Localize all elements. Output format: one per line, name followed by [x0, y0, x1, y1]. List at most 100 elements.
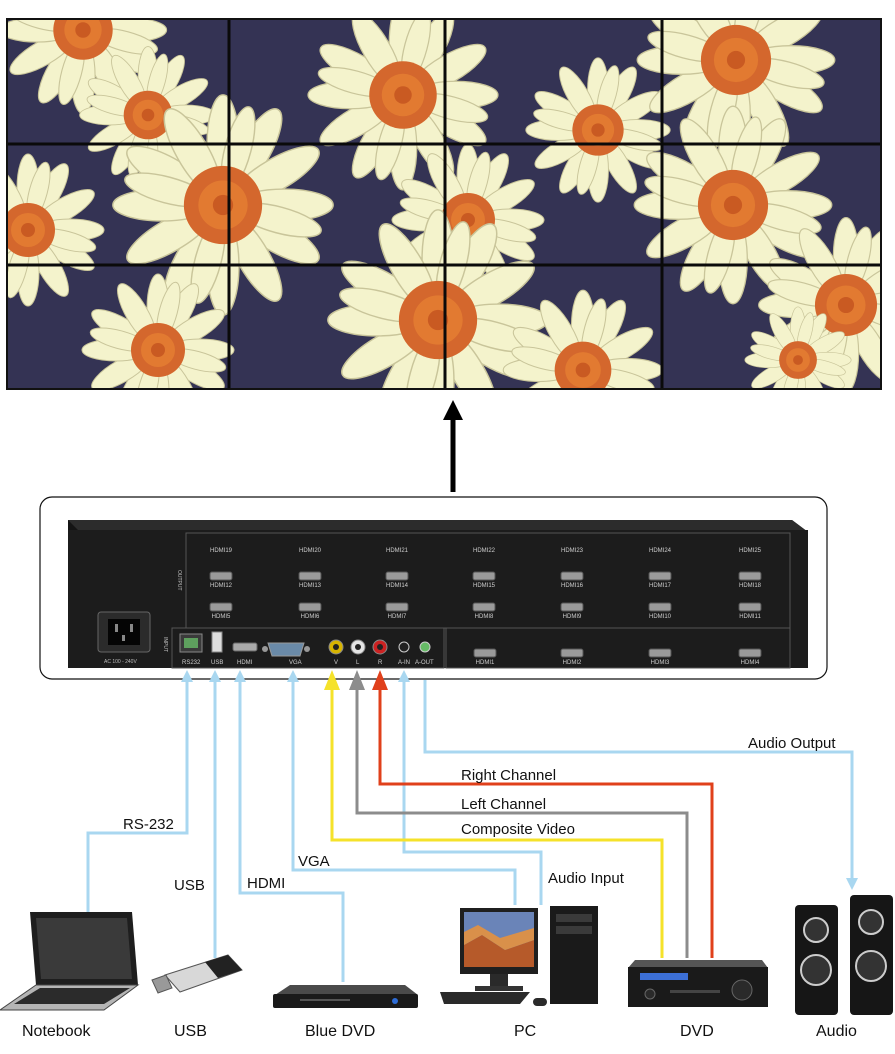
- power-label: AC 100 - 240V: [104, 659, 137, 665]
- r-port-label: R: [378, 660, 383, 666]
- output-port-hdmi1: HDMI1: [474, 649, 496, 666]
- pc-icon: [440, 906, 598, 1006]
- hdmi-port-label: HDMI: [237, 660, 253, 666]
- output-port-hdmi11: HDMI11: [739, 603, 761, 620]
- hdmi-port-connector: [739, 603, 761, 611]
- usb-device-label: USB: [174, 1023, 207, 1040]
- hdmi-signal-label: HDMI: [247, 875, 285, 892]
- output-port-label: HDMI22: [473, 548, 496, 554]
- usb-port: [212, 632, 222, 652]
- output-port-label: HDMI24: [649, 548, 672, 554]
- output-port-hdmi6: HDMI6: [299, 603, 321, 620]
- output-port-label: HDMI21: [386, 548, 409, 554]
- output-port-hdmi12: HDMI12: [210, 572, 233, 589]
- a-in-port-label: A-IN: [398, 660, 410, 666]
- output-port-hdmi10: HDMI10: [649, 603, 672, 620]
- output-port-hdmi3: HDMI3: [649, 649, 671, 666]
- output-port-hdmi9: HDMI9: [561, 603, 583, 620]
- audio-output-label: Audio Output: [748, 735, 836, 752]
- usb-signal-label: USB: [174, 877, 205, 894]
- output-port-label: HDMI7: [388, 614, 407, 620]
- hdmi-port-connector: [649, 649, 671, 657]
- vga-port-label: VGA: [289, 660, 302, 666]
- output-port-hdmi7: HDMI7: [386, 603, 408, 620]
- output-port-hdmi8: HDMI8: [473, 603, 495, 620]
- output-port-hdmi14: HDMI14: [386, 572, 409, 589]
- hdmi-port-connector: [561, 603, 583, 611]
- output-port-hdmi24: HDMI24: [649, 548, 672, 554]
- blue-dvd-label: Blue DVD: [305, 1023, 375, 1040]
- output-port-hdmi23: HDMI23: [561, 548, 584, 554]
- blue-dvd-player-icon: [273, 985, 418, 1008]
- audio-in-jack: [399, 642, 409, 652]
- matrix-switcher: OUTPUT INPUT: [68, 520, 808, 668]
- speakers-icon: [795, 895, 893, 1015]
- output-port-label: HDMI16: [561, 583, 584, 589]
- hdmi-port-connector: [739, 649, 761, 657]
- output-port-hdmi17: HDMI17: [649, 572, 672, 589]
- rs232-line: [88, 680, 187, 912]
- hdmi-port-connector: [649, 572, 671, 580]
- output-port-label: HDMI15: [473, 583, 496, 589]
- output-port-hdmi4: HDMI4: [739, 649, 761, 666]
- output-port-label: HDMI8: [475, 614, 494, 620]
- notebook-icon: [0, 912, 138, 1010]
- left-channel-label: Left Channel: [461, 796, 546, 813]
- output-port-label: HDMI9: [563, 614, 582, 620]
- output-port-label: HDMI2: [563, 660, 582, 666]
- output-port-label: HDMI4: [741, 660, 760, 666]
- output-port-hdmi18: HDMI18: [739, 572, 762, 589]
- output-port-hdmi13: HDMI13: [299, 572, 322, 589]
- pc-label: PC: [514, 1023, 536, 1040]
- hdmi-port-connector: [210, 572, 232, 580]
- output-port-label: HDMI25: [739, 548, 762, 554]
- output-port-hdmi15: HDMI15: [473, 572, 496, 589]
- output-port-label: HDMI19: [210, 548, 233, 554]
- dvd-receiver-icon: [628, 960, 768, 1007]
- hdmi-port-connector: [649, 603, 671, 611]
- output-port-label: HDMI3: [651, 660, 670, 666]
- right-channel-label: Right Channel: [461, 767, 556, 784]
- output-port-hdmi21: HDMI21: [386, 548, 409, 554]
- output-port-hdmi2: HDMI2: [561, 649, 583, 666]
- output-port-hdmi25: HDMI25: [739, 548, 762, 554]
- output-port-label: HDMI18: [739, 583, 762, 589]
- up-arrow-icon: [443, 400, 463, 492]
- output-port-label: HDMI20: [299, 548, 322, 554]
- hdmi-port-connector: [474, 649, 496, 657]
- output-port-hdmi22: HDMI22: [473, 548, 496, 554]
- dvd-label: DVD: [680, 1023, 714, 1040]
- hdmi-port-connector: [473, 572, 495, 580]
- hdmi-port-connector: [561, 649, 583, 657]
- rs232-signal-label: RS-232: [123, 816, 174, 833]
- output-port-label: HDMI23: [561, 548, 584, 554]
- output-port-label: HDMI12: [210, 583, 233, 589]
- notebook-label: Notebook: [22, 1023, 91, 1040]
- output-port-label: HDMI1: [476, 660, 495, 666]
- output-port-label: HDMI17: [649, 583, 672, 589]
- output-port-label: HDMI11: [739, 614, 761, 620]
- hdmi-port-connector: [299, 572, 321, 580]
- input-label: INPUT: [162, 637, 168, 652]
- audio-output-arrow-icon: [846, 878, 858, 890]
- hdmi-port-connector: [299, 603, 321, 611]
- output-port-label: HDMI14: [386, 583, 409, 589]
- usb-port-label: USB: [211, 660, 223, 666]
- output-port-hdmi19: HDMI19: [210, 548, 233, 554]
- output-port-label: HDMI13: [299, 583, 322, 589]
- output-port-label: HDMI5: [212, 614, 231, 620]
- rs232-port-label: RS232: [182, 660, 201, 666]
- audio-label: Audio: [816, 1023, 857, 1040]
- vga-port: [268, 643, 304, 656]
- audio-out-jack: [420, 642, 430, 652]
- hdmi-port-connector: [561, 572, 583, 580]
- output-port-hdmi5: HDMI5: [210, 603, 232, 620]
- hdmi-port-connector: [473, 603, 495, 611]
- composite-video-label: Composite Video: [461, 821, 575, 838]
- output-port-label: HDMI6: [301, 614, 320, 620]
- output-port-hdmi16: HDMI16: [561, 572, 584, 589]
- hdmi-port-connector: [386, 603, 408, 611]
- output-label: OUTPUT: [176, 570, 182, 591]
- usb-stick-icon: [152, 955, 242, 993]
